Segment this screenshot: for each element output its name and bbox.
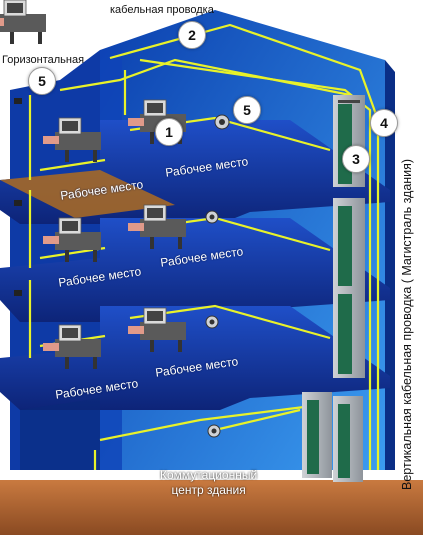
marker-3: 3 — [342, 145, 370, 173]
outlet-ground — [207, 424, 221, 438]
rack-floor-1 — [333, 286, 365, 378]
rack-floor-3 — [333, 95, 365, 187]
marker-4: 4 — [370, 109, 398, 137]
vertical-cabling-label: Вертикальная кабельная проводка ( Магист… — [400, 158, 414, 490]
marker-2: 2 — [178, 21, 206, 49]
outlet-floor-2 — [205, 210, 219, 224]
outlet-floor-1 — [205, 315, 219, 329]
building-switch-center-label: Коммутационный центр здания — [160, 468, 257, 498]
floor-slabs — [0, 120, 390, 470]
marker-5-wall: 5 — [28, 67, 56, 95]
horizontal-cabling-label-1: Горизонтальная — [2, 54, 85, 66]
wall-outlets — [14, 98, 22, 296]
marker-5-floor: 5 — [233, 96, 261, 124]
ground — [0, 480, 423, 535]
main-rack-pair — [302, 392, 363, 482]
center-label-line1: Коммутационный — [160, 468, 258, 482]
marker-1: 1 — [155, 118, 183, 146]
rack-floor-2 — [333, 198, 365, 290]
center-label-line2: центр здания — [171, 483, 246, 497]
workstation — [0, 0, 46, 44]
horizontal-cabling-label-2: кабельная проводка — [110, 4, 214, 16]
outlet-floor-3 — [214, 114, 230, 130]
